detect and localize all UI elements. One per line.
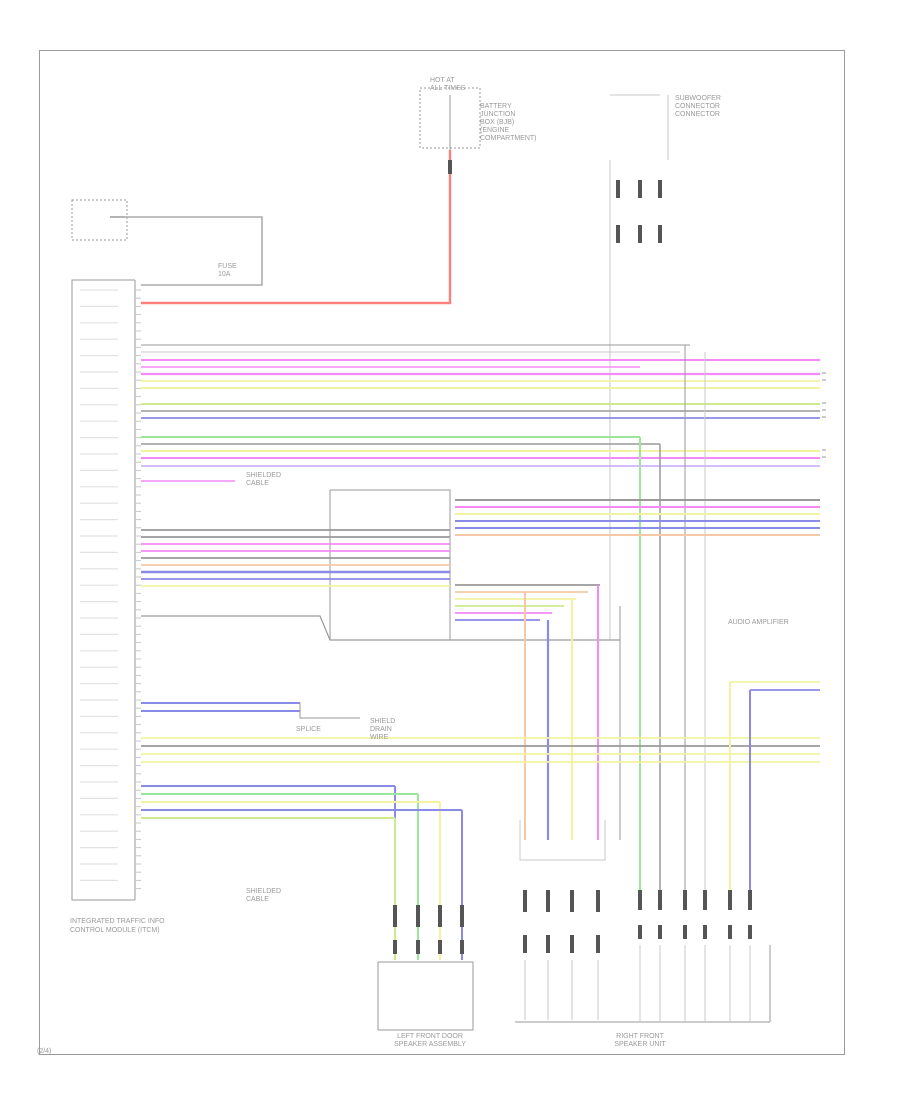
rf-connector-b-3 — [596, 935, 600, 953]
audio-amplifier-note: AUDIO AMPLIFIER — [728, 619, 789, 626]
fuse-box-description: BATTERY JUNCTION BOX (BJB) (ENGINE COMPA… — [480, 103, 537, 142]
main-module-outline — [71, 279, 135, 901]
out-connector-b-4 — [728, 925, 732, 939]
shielded-cable-note-2: SHIELDED CABLE — [246, 888, 282, 903]
rf-connector-3 — [596, 890, 600, 912]
rf-connector-1 — [546, 890, 550, 912]
connector-top-right-label: SUBWOOFER CONNECTOR CONNECTOR — [675, 95, 721, 118]
lf-connector-b-2 — [438, 940, 442, 954]
top-connector-b-1 — [638, 225, 642, 243]
shield-drain-wire — [141, 615, 620, 641]
right-front-speaker-label: RIGHT FRONT SPEAKER UNIT — [614, 1033, 666, 1048]
left-front-speaker-box — [377, 961, 474, 1031]
top-connector-0 — [616, 180, 620, 198]
right-speaker-bracket — [519, 820, 606, 861]
out-connector-5 — [748, 890, 752, 910]
rf-connector-2 — [570, 890, 574, 912]
out-connector-4 — [728, 890, 732, 910]
shield-drain-note: SHIELD DRAIN WIRE — [370, 718, 396, 741]
main-module-name-2: CONTROL MODULE (ITCM) — [70, 927, 160, 934]
rf-connector-b-0 — [523, 935, 527, 953]
out-connector-b-0 — [638, 925, 642, 939]
battery-junction-box — [419, 87, 481, 149]
lf-connector-b-1 — [416, 940, 420, 954]
rf-connector-b-2 — [570, 935, 574, 953]
lf-connector-3 — [460, 905, 464, 927]
fuse-connector — [448, 160, 452, 174]
out-connector-b-2 — [683, 925, 687, 939]
rf-connector-0 — [523, 890, 527, 912]
left-front-speaker-label: LEFT FRONT DOOR SPEAKER ASSEMBLY — [394, 1033, 466, 1048]
fuse-box-top-label: HOT AT ALL TIMES — [430, 77, 466, 92]
lf-connector-1 — [416, 905, 420, 927]
out-connector-b-1 — [658, 925, 662, 939]
shielded-cable-note-1: SHIELDED CABLE — [246, 472, 282, 487]
lf-connector-b-3 — [460, 940, 464, 954]
top-connector-2 — [658, 180, 662, 198]
out-connector-2 — [683, 890, 687, 910]
fuse-holder-box — [71, 199, 128, 241]
lf-connector-2 — [438, 905, 442, 927]
battery-feed-wire-red — [141, 150, 452, 305]
rf-connector-b-1 — [546, 935, 550, 953]
out-connector-b-3 — [703, 925, 707, 939]
top-connector-b-2 — [658, 225, 662, 243]
top-connector-b-0 — [616, 225, 620, 243]
top-connector-1 — [638, 180, 642, 198]
out-connector-b-5 — [748, 925, 752, 939]
fuse-label: FUSE 10A — [218, 263, 237, 278]
page-label: (2/4) — [37, 1048, 52, 1055]
lf-connector-b-0 — [393, 940, 397, 954]
diagram-frame — [39, 50, 845, 1055]
out-connector-0 — [638, 890, 642, 910]
out-connector-1 — [658, 890, 662, 910]
splice-label: SPLICE — [296, 726, 321, 733]
fuse-wire — [110, 216, 263, 286]
out-connector-3 — [703, 890, 707, 910]
main-module-name-1: INTEGRATED TRAFFIC INFO — [70, 918, 165, 925]
lf-connector-0 — [393, 905, 397, 927]
speaker-enable-splice — [299, 703, 360, 719]
